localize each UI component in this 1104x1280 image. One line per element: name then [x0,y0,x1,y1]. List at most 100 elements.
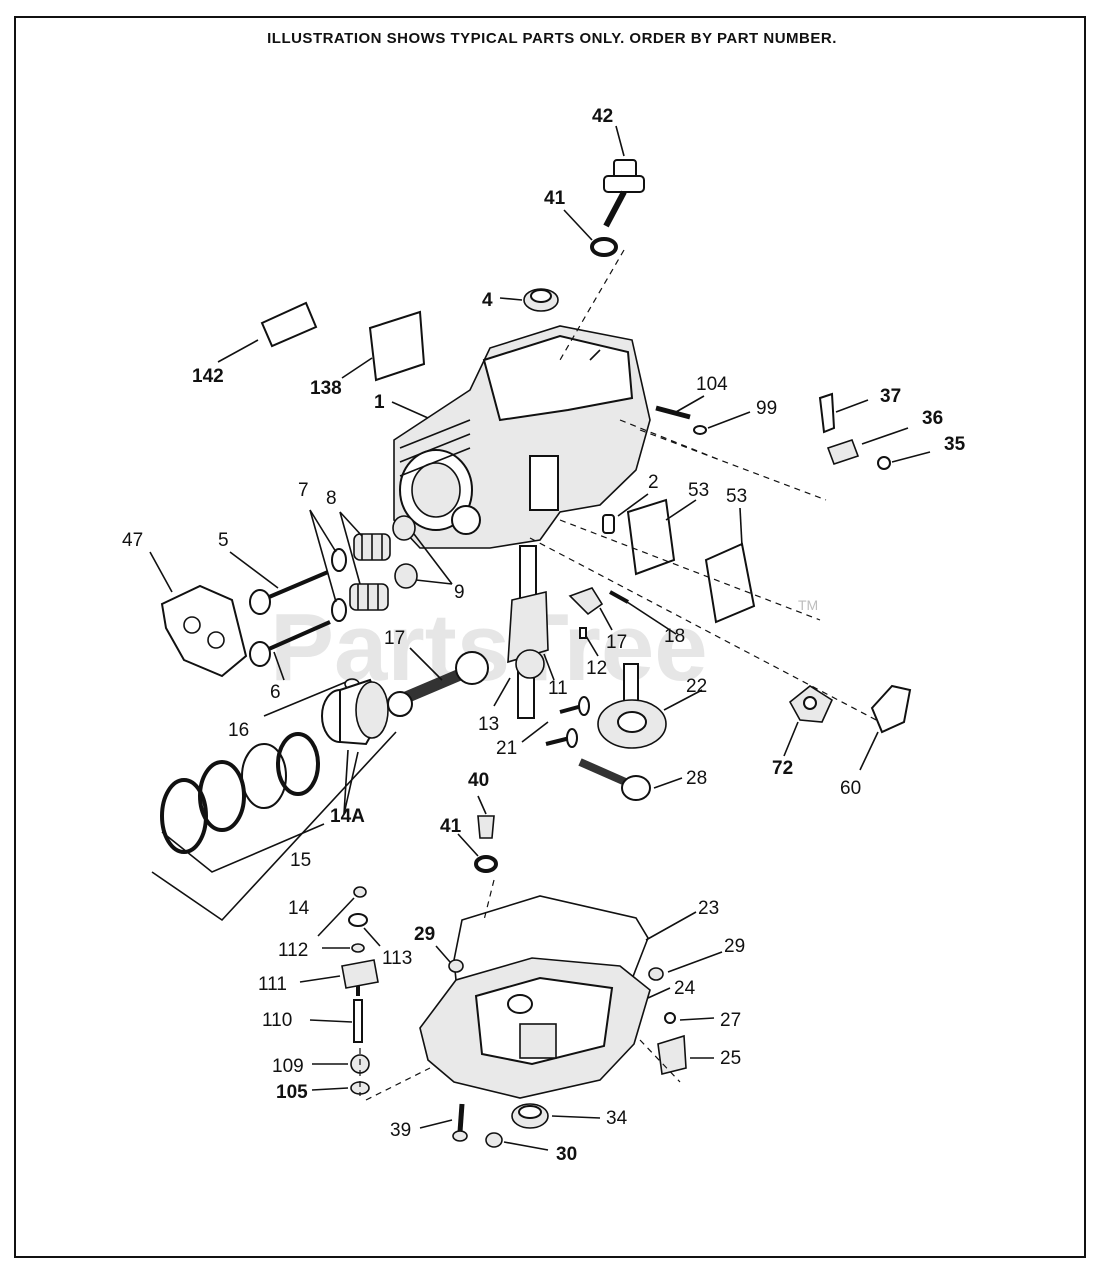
valve-intake-part[interactable] [249,620,331,667]
label-60: 60 [840,778,861,799]
lever-37-part[interactable] [818,392,836,434]
head-gasket-part[interactable] [160,584,248,678]
spring-cap-upper-part[interactable] [392,515,416,541]
label-113: 113 [382,948,412,969]
screw-35-part[interactable] [877,456,891,470]
cylinder-block-part[interactable] [393,325,651,549]
connecting-rod-part[interactable] [387,651,489,717]
governor-part[interactable] [578,758,651,801]
label-138: 138 [310,378,342,399]
label-34: 34 [606,1108,628,1129]
label-11: 11 [548,678,568,699]
label-30: 30 [556,1144,577,1165]
label-2: 2 [648,472,659,493]
retainer-lower-part[interactable] [331,598,347,622]
o-ring-upper-part[interactable] [590,237,618,257]
retainer-upper-part[interactable] [331,548,347,572]
oil-seal-lower-part[interactable] [511,1103,549,1129]
camshaft-part[interactable] [597,663,667,749]
governor-shaft-part[interactable] [353,999,363,1043]
label-25: 25 [720,1048,741,1069]
label-36: 36 [922,408,943,429]
drain-plug-30-part[interactable] [485,1132,503,1148]
washer-small-113-part[interactable] [351,943,365,953]
label-17-left: 17 [384,628,405,649]
diagram-frame [14,16,1086,1258]
oil-seal-upper-part[interactable] [523,288,559,312]
label-105: 105 [276,1082,308,1103]
label-110: 110 [262,1010,292,1031]
label-22: 22 [686,676,707,697]
label-53-right: 53 [726,486,747,507]
label-1: 1 [374,392,385,413]
label-14: 14 [288,898,310,919]
piston-ring-1-part[interactable] [276,732,320,796]
label-111: 111 [258,974,287,995]
sheet-138-part[interactable] [368,310,426,382]
label-7: 7 [298,480,309,501]
key-part[interactable] [579,627,587,639]
dowel-2-part[interactable] [602,514,615,534]
crankshaft-part[interactable] [507,545,549,719]
valve-spring-upper-part[interactable] [353,533,391,561]
screw-27-part[interactable] [664,1012,676,1024]
label-4: 4 [482,290,493,311]
plug-29-right-part[interactable] [648,967,664,981]
label-142-part[interactable] [260,301,318,348]
label-14a: 14A [330,806,365,827]
label-53-left: 53 [688,480,709,501]
piston-part[interactable] [321,678,389,746]
label-5: 5 [218,530,229,551]
label-12: 12 [586,658,607,679]
gasket-72-part[interactable] [788,685,834,723]
plate-25-part[interactable] [657,1034,687,1075]
piston-ring-4-part[interactable] [160,778,208,854]
washer-113-part[interactable] [348,913,368,927]
label-6: 6 [270,682,281,703]
label-28: 28 [686,768,707,789]
valve-spring-lower-part[interactable] [349,583,389,611]
gasket-60-part[interactable] [870,684,912,734]
label-39: 39 [390,1120,411,1141]
bracket-36-part[interactable] [826,438,860,466]
bolt-39-part[interactable] [452,1103,468,1142]
label-29-left: 29 [414,924,435,945]
dipstick-part[interactable] [603,159,645,228]
fill-plug-part[interactable] [477,815,495,839]
label-72: 72 [772,758,793,779]
label-104: 104 [696,374,728,395]
label-41-lower: 41 [440,816,462,837]
breather-gasket-b-part[interactable] [704,542,756,624]
label-99: 99 [756,398,777,419]
label-17-right: 17 [606,632,627,653]
label-40: 40 [468,770,489,791]
oil-sump-part[interactable] [419,957,651,1099]
label-16: 16 [228,720,249,741]
washer-99-part[interactable] [693,425,707,435]
tappet-lower-part[interactable] [545,728,578,748]
label-47: 47 [122,530,143,551]
breather-gasket-a-part[interactable] [626,498,676,576]
label-37: 37 [880,386,901,407]
label-112: 112 [278,940,308,961]
label-21: 21 [496,738,517,759]
governor-gear-part[interactable] [341,959,379,996]
o-ring-lower-part[interactable] [474,855,498,873]
nut-112-part[interactable] [353,886,367,898]
spring-cap-lower-part[interactable] [394,563,418,589]
label-9: 9 [454,582,465,603]
pin-104-part[interactable] [655,405,691,420]
label-142: 142 [192,366,224,387]
label-27: 27 [720,1010,741,1031]
label-109: 109 [272,1056,304,1077]
valve-exhaust-part[interactable] [249,570,329,615]
label-15: 15 [290,850,311,871]
label-18: 18 [664,626,685,647]
label-24: 24 [674,978,696,999]
label-13: 13 [478,714,499,735]
piston-ring-3-part[interactable] [198,760,246,832]
tappet-upper-part[interactable] [559,696,590,716]
rod-cap-part[interactable] [568,587,604,616]
plug-29-left-part[interactable] [448,959,464,973]
